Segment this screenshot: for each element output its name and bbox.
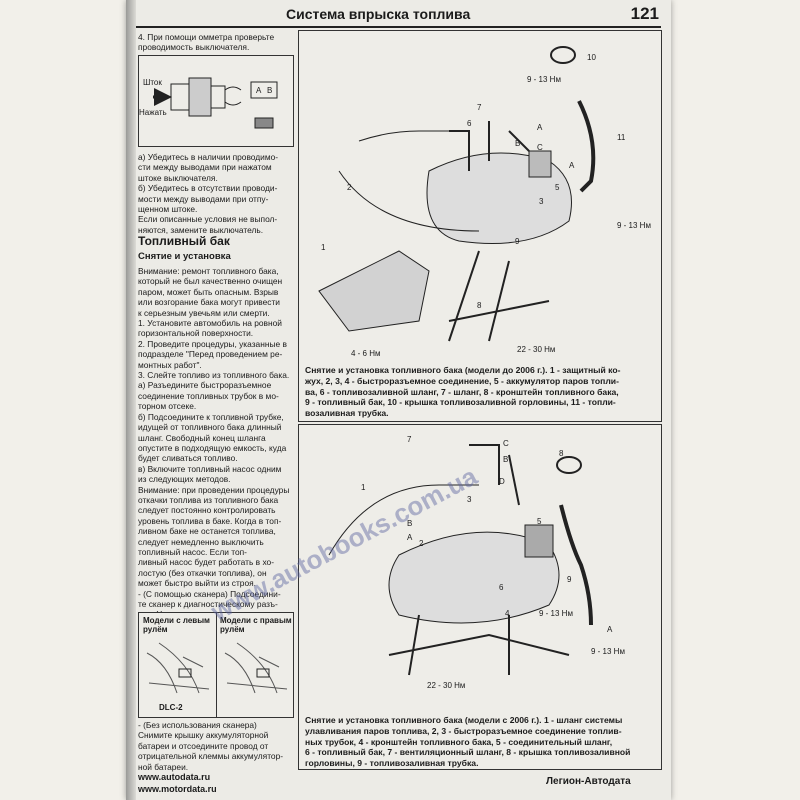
bottom-label-b2: B <box>407 519 413 528</box>
bottom-label-7: 7 <box>407 435 412 444</box>
top-label-3: 3 <box>539 197 544 206</box>
body-text: Внимание: ремонт топливного бака, которы… <box>138 266 290 651</box>
top-label-torque-4: 22 - 30 Нм <box>517 345 556 354</box>
top-label-a2: A <box>569 161 575 170</box>
top-label-torque-2: 9 - 13 Нм <box>617 221 651 230</box>
press-label: Нажать <box>139 108 167 117</box>
intro-text: 4. При помощи омметра проверьте проводим… <box>138 32 275 53</box>
top-label-c: C <box>537 143 543 152</box>
fuel-tank-drawing-post-2006 <box>328 444 593 676</box>
bottom-label-5: 5 <box>537 517 542 526</box>
dlc-figure: Модели с левым рулём Модели с правым рул… <box>138 612 294 718</box>
body-text-2: - (Без использования сканера) Снимите кр… <box>138 720 284 772</box>
bottom-label-a: A <box>407 533 413 542</box>
terminal-b-label: B <box>267 86 273 95</box>
rod-label: Шток <box>143 78 162 87</box>
bottom-label-d: D <box>499 477 505 486</box>
terminal-a-label: A <box>256 86 262 95</box>
page-number: 121 <box>630 4 659 23</box>
bottom-label-c: C <box>503 439 509 448</box>
bottom-label-1: 1 <box>361 483 366 492</box>
bottom-label-torque-1: 9 - 13 Нм <box>539 609 573 618</box>
footer-site-2[interactable]: www.motordata.ru <box>138 784 217 794</box>
top-label-9: 9 <box>515 237 520 246</box>
book-page: Система впрыска топлива 121 4. При помощ… <box>126 0 671 800</box>
bottom-label-4: 4 <box>505 609 510 618</box>
dlc-right-label: Модели с правым рулём <box>220 616 292 634</box>
top-label-torque-1: 9 - 13 Нм <box>527 75 561 84</box>
book-spine <box>126 0 136 800</box>
top-label-1: 1 <box>321 243 326 252</box>
fuel-tank-drawing-pre-2006 <box>318 46 596 342</box>
figure-top: 10 9 - 13 Нм 11 7 6 A B C A 2 3 5 9 9 - … <box>298 30 662 422</box>
figure-bottom-caption: Снятие и установка топливного бака (моде… <box>305 715 631 769</box>
bottom-label-torque-3: 22 - 30 Нм <box>427 681 466 690</box>
section-title: Топливный бак <box>138 234 230 248</box>
bottom-label-torque-2: 9 - 13 Нм <box>591 647 625 656</box>
bottom-label-8: 8 <box>559 449 564 458</box>
bottom-label-b: B <box>503 455 509 464</box>
page-header: Система впрыска топлива 121 <box>136 4 661 28</box>
bottom-label-9: 9 <box>567 575 572 584</box>
switch-drawing <box>153 77 278 129</box>
top-label-11: 11 <box>617 133 626 142</box>
top-label-5: 5 <box>555 183 560 192</box>
top-label-10: 10 <box>587 53 596 62</box>
dlc-left-label: Модели с левым рулём <box>143 616 210 634</box>
top-label-b: B <box>515 139 521 148</box>
top-label-6: 6 <box>467 119 472 128</box>
bottom-label-2: 2 <box>419 539 424 548</box>
dlc-drawing <box>146 642 288 694</box>
top-label-7: 7 <box>477 103 482 112</box>
bottom-label-3: 3 <box>467 495 472 504</box>
footer-site-1[interactable]: www.autodata.ru <box>138 772 211 782</box>
bottom-label-a2: A <box>607 625 613 634</box>
subsection-title: Снятие и установка <box>138 251 231 262</box>
top-label-2: 2 <box>347 183 352 192</box>
top-label-a: A <box>537 123 543 132</box>
top-label-torque-3: 4 - 6 Нм <box>351 349 381 358</box>
bottom-label-6: 6 <box>499 583 504 592</box>
figure-bottom: 7 C B 8 1 D 3 B A 5 2 6 9 4 9 - 13 Нм A … <box>298 424 662 770</box>
checks-text: а) Убедитесь в наличии проводимо- сти ме… <box>138 152 279 235</box>
figure-top-caption: Снятие и установка топливного бака (моде… <box>305 365 621 419</box>
top-label-8: 8 <box>477 301 482 310</box>
dlc-connector-label: DLC-2 <box>159 703 183 712</box>
page-title: Система впрыска топлива <box>286 6 471 22</box>
footer-publisher: Легион-Автодата <box>546 776 631 787</box>
switch-figure: Шток Нажать A B <box>138 55 294 147</box>
